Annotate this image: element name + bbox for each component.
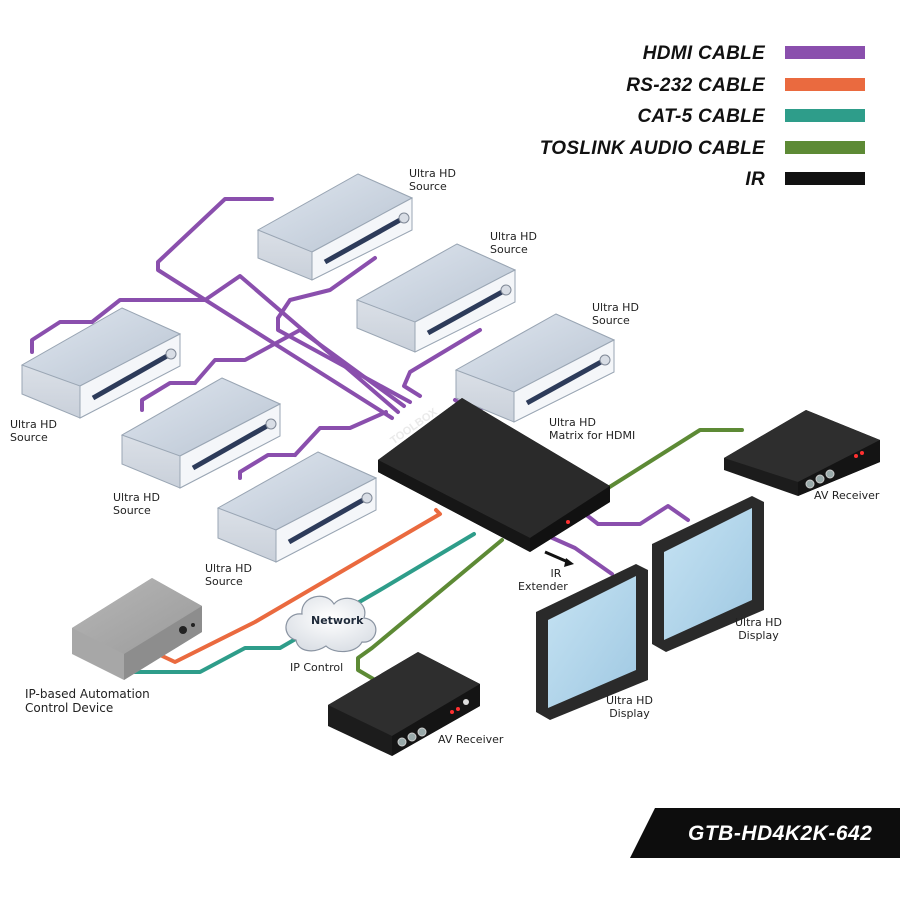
toslink-cable: [606, 428, 744, 490]
ultra-hd-source-1: [256, 173, 414, 281]
ultra-hd-source-4: [20, 307, 182, 419]
ultra-hd-source-5: [120, 377, 282, 489]
legend-swatch-cat5: [785, 109, 865, 122]
legend-swatch-toslink: [785, 141, 865, 154]
hdmi-cable: [402, 328, 482, 398]
ultra-hd-source-6: [216, 451, 378, 563]
ultra-hd-source-2: [355, 243, 517, 353]
network-label: Network: [311, 614, 364, 627]
legend-label-cat5: CAT-5 CABLE: [637, 106, 765, 127]
av-receiver-bottom-label: AV Receiver: [438, 733, 504, 746]
network-cloud: [285, 595, 377, 653]
legend-swatch-hdmi: [785, 46, 865, 59]
ip-control-label: IP Control: [290, 661, 344, 674]
ip-automation-device: [72, 578, 202, 680]
hdmi-cable: [156, 197, 394, 420]
ultra-hd-source-3: [454, 313, 616, 423]
hdmi-cable: [30, 320, 94, 354]
hdmi-cable: [276, 256, 412, 404]
av-receiver-right: [724, 410, 880, 496]
hdmi-cable: [578, 504, 690, 526]
rs232-cable: [156, 508, 442, 664]
hdmi-cable: [546, 534, 614, 576]
av-receiver-right-label: AV Receiver: [814, 489, 880, 502]
hdmi-cable: [193, 328, 406, 408]
ultra-hd-display-right: [652, 496, 764, 652]
legend-label-hdmi: HDMI CABLE: [642, 43, 765, 64]
legend-swatch-rs232: [785, 78, 865, 91]
hdmi-cable: [90, 274, 400, 414]
hdmi-cable: [140, 381, 197, 412]
toslink-cable: [356, 538, 504, 682]
hdmi-cable: [293, 410, 388, 457]
legend-label-ir: IR: [745, 169, 765, 190]
model-number: GTB-HD4K2K-642: [688, 822, 873, 845]
ultra-hd-display-front: [536, 564, 648, 720]
legend-swatch-ir: [785, 172, 865, 185]
hdmi-cable: [238, 453, 297, 480]
legend-label-rs232: RS-232 CABLE: [626, 75, 765, 96]
legend-label-toslink: TOSLINK AUDIO CABLE: [539, 138, 765, 159]
model-banner: [630, 808, 900, 858]
av-receiver-bottom: [328, 652, 480, 756]
